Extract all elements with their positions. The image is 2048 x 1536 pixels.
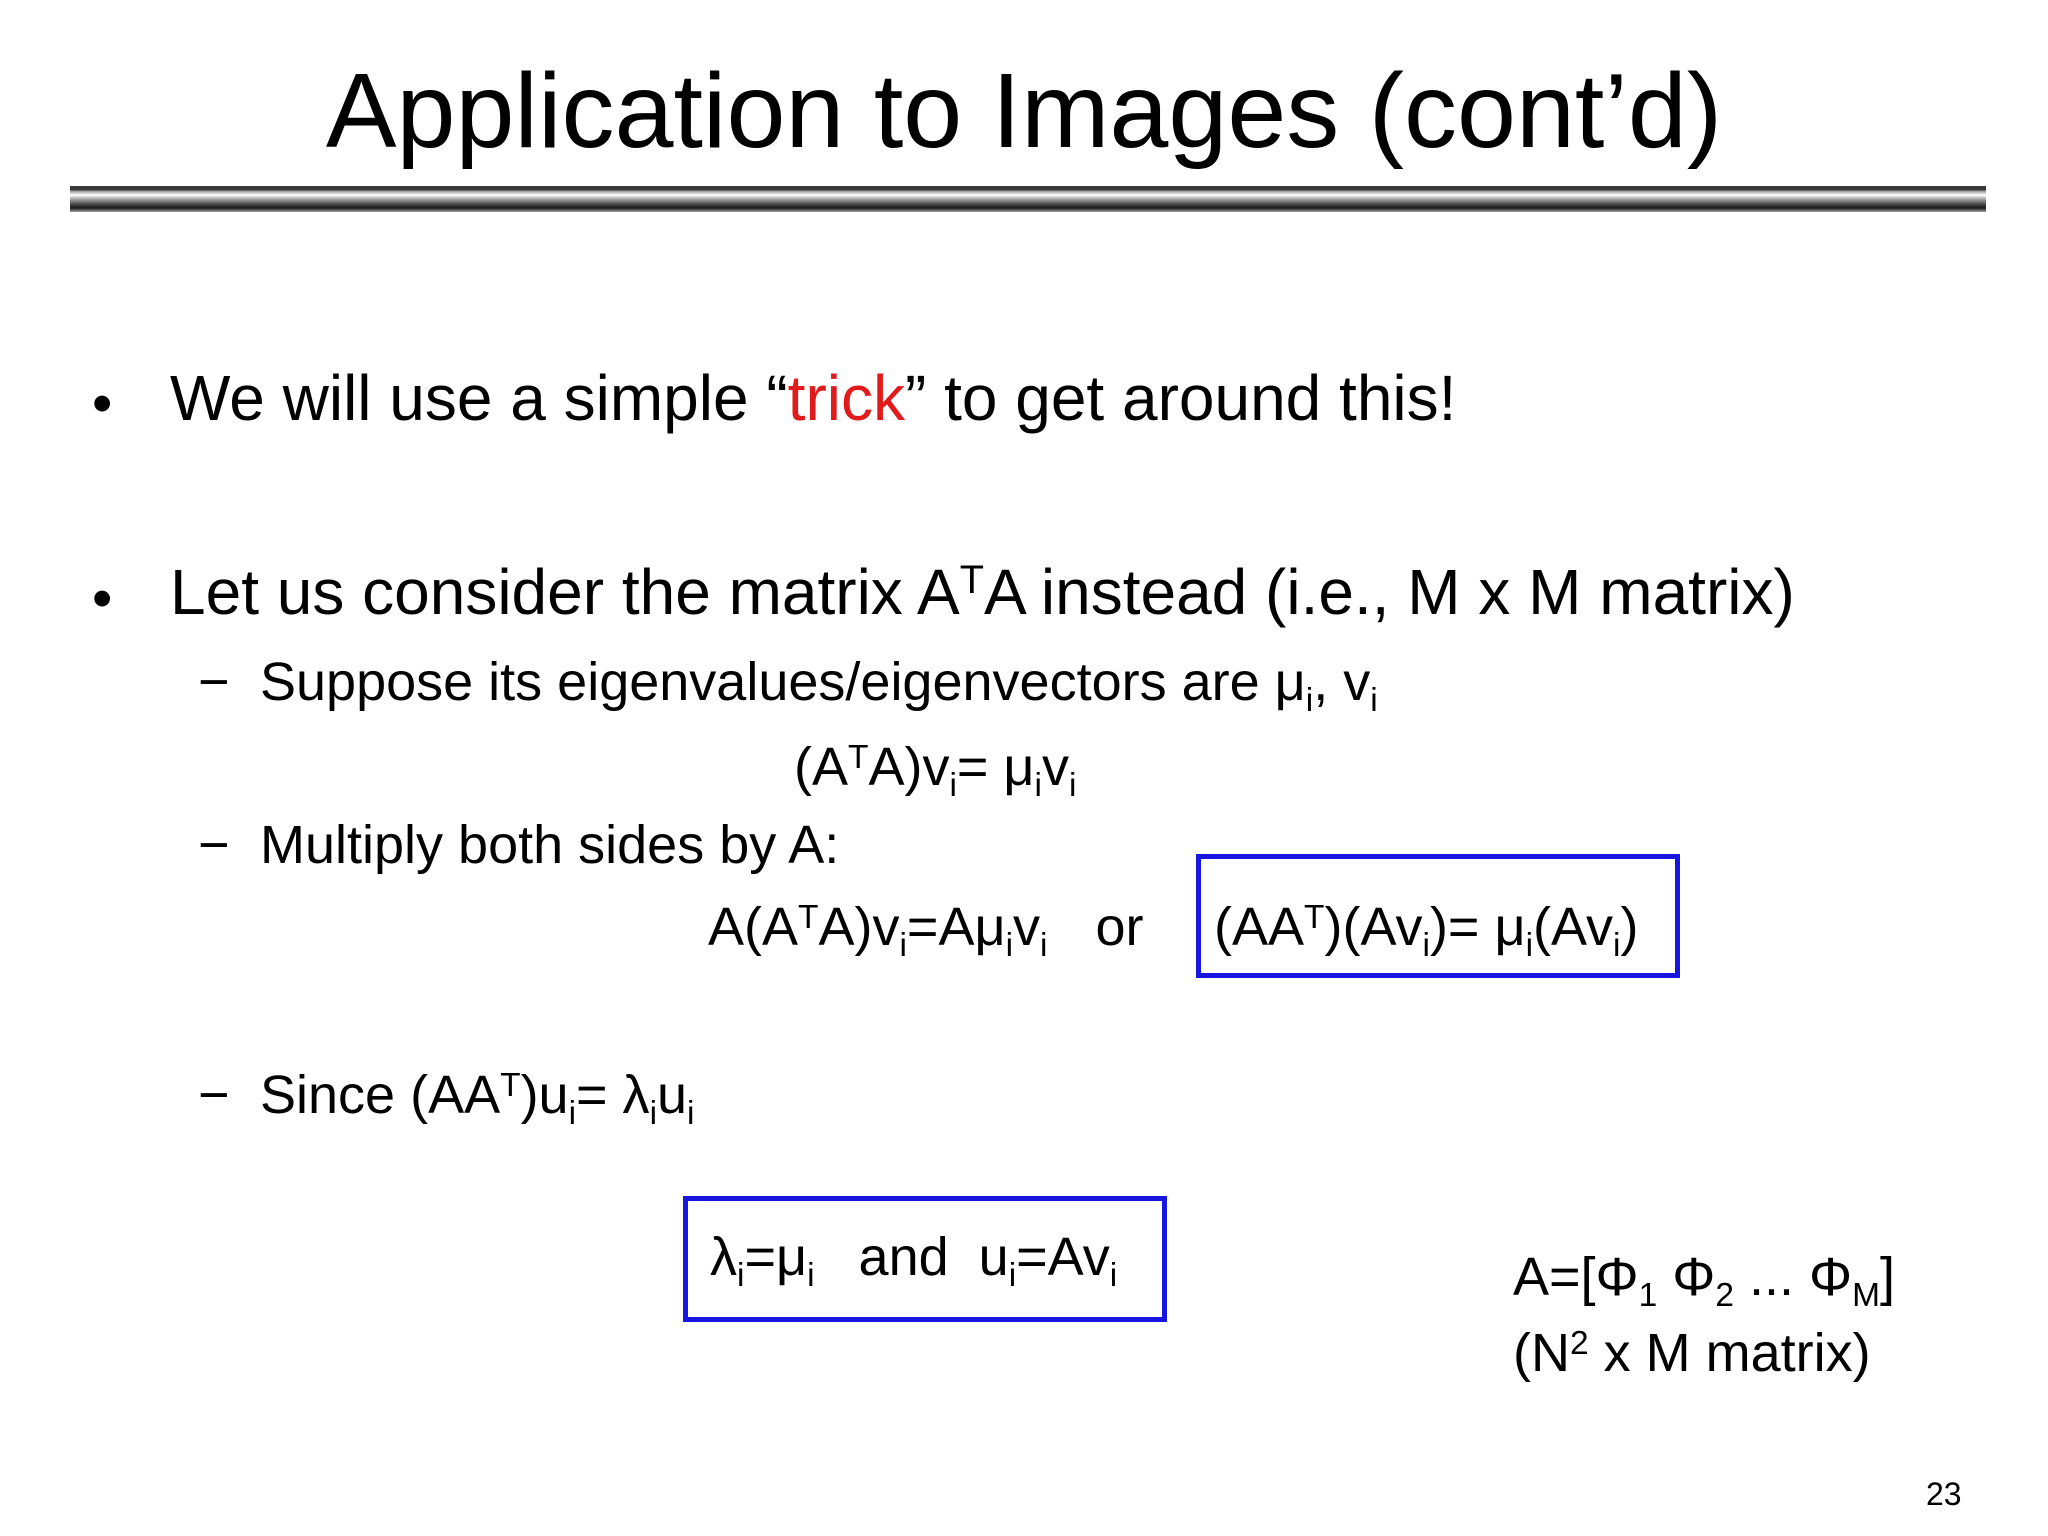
sub-bullet-since-text: Since (AAT)ui= λiui [260, 1065, 695, 1132]
matrix-dimension-note: (N2 x M matrix) [1513, 1323, 1871, 1383]
highlight-word-trick: trick [787, 362, 905, 434]
equation-box-aat [1196, 854, 1680, 978]
page-number: 23 [1926, 1476, 1962, 1512]
equation-ata-eigen: (ATA)vi= μivi [794, 737, 1077, 804]
equation-box-result [683, 1196, 1167, 1322]
sub-bullet-multiply-text: Multiply both sides by A: [260, 815, 840, 875]
sub-bullet-marker: − [198, 815, 230, 875]
bullet-marker: • [92, 566, 113, 631]
sub-bullet-marker: − [198, 652, 230, 712]
title-divider [70, 186, 1986, 212]
bullet-1-text: We will use a simple “trick” to get arou… [170, 362, 1457, 434]
slide-title: Application to Images (cont’d) [325, 52, 1723, 170]
equation-aat-eigen: (AAT)(Avi)= μi(Avi) [1214, 897, 1639, 964]
or-label: or [1095, 897, 1144, 957]
sub-bullet-marker: − [198, 1065, 230, 1125]
bullet-2-text: Let us consider the matrix ATA instead (… [170, 556, 1795, 628]
matrix-definition: A=[Φ1 Φ2 ... ΦM] [1513, 1247, 1895, 1314]
bullet-marker: • [92, 371, 113, 436]
sub-bullet-eigen-text: Suppose its eigenvalues/eigenvectors are… [260, 652, 1378, 719]
